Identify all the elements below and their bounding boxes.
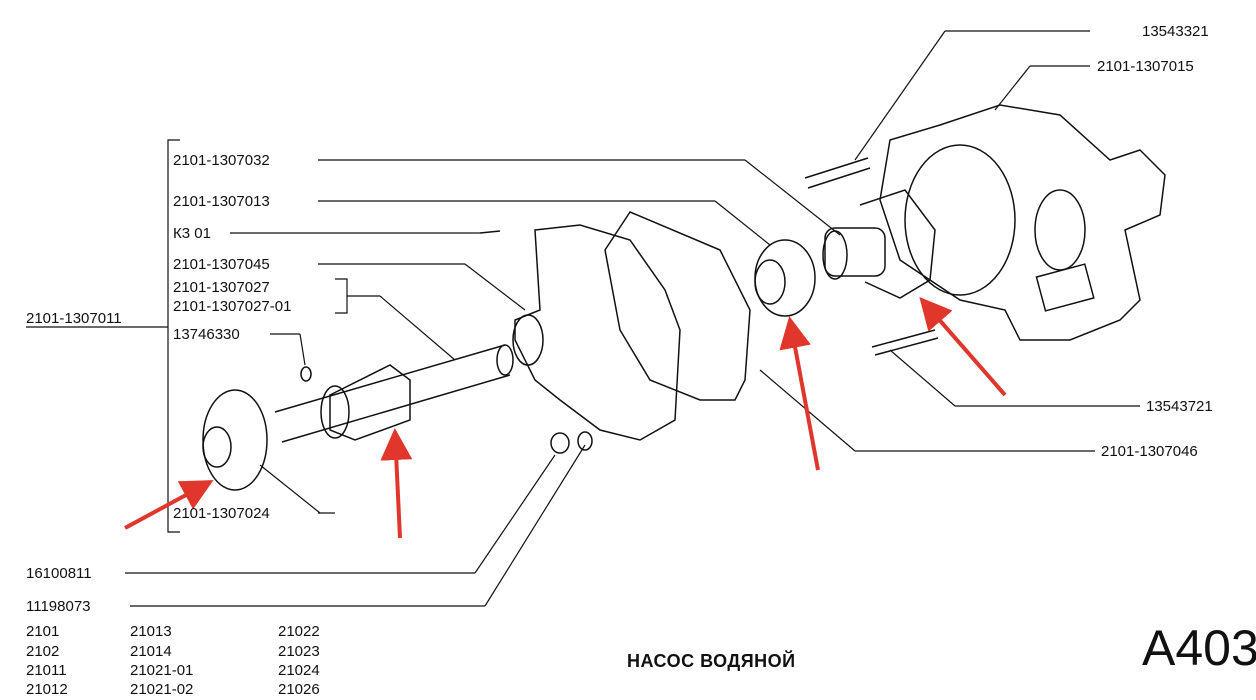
label-13543321: 13543321 — [1142, 23, 1209, 40]
page-title: НАСОС ВОДЯНОЙ — [627, 651, 796, 671]
label-2101-1307013: 2101-1307013 — [173, 193, 270, 210]
label-k3-01: К3 01 — [173, 225, 211, 242]
label-2101-1307027-01: 2101-1307027-01 — [173, 298, 292, 315]
label-13746330: 13746330 — [173, 326, 240, 343]
label-2101-1307015: 2101-1307015 — [1097, 58, 1194, 75]
pump-parts — [202, 104, 1166, 491]
model-item: 21012 — [26, 681, 68, 698]
model-item: 21024 — [278, 662, 320, 679]
model-item: 2102 — [26, 643, 60, 660]
label-2101-1307011: 2101-1307011 — [26, 310, 122, 327]
model-item: 21022 — [278, 623, 320, 640]
label-13543721: 13543721 — [1146, 398, 1213, 415]
model-item: 21013 — [130, 623, 172, 640]
model-item: 2101 — [26, 623, 60, 640]
label-2101-1307024: 2101-1307024 — [173, 505, 270, 522]
model-item: 21014 — [130, 643, 172, 660]
label-2101-1307027: 2101-1307027 — [173, 279, 270, 296]
model-item: 21023 — [278, 643, 320, 660]
label-2101-1307032: 2101-1307032 — [173, 152, 270, 169]
label-16100811: 16100811 — [26, 565, 92, 582]
model-item: 21011 — [26, 662, 67, 679]
model-item: 21021-02 — [130, 681, 194, 698]
leader-lines — [26, 30, 1140, 607]
model-item: 21021-01 — [130, 662, 194, 679]
label-2101-1307045: 2101-1307045 — [173, 256, 270, 273]
red-arrows — [124, 296, 1007, 539]
label-11198073: 11198073 — [26, 598, 91, 615]
sheet-code: А403 — [1142, 620, 1256, 676]
label-2101-1307046: 2101-1307046 — [1101, 443, 1198, 460]
model-item: 21026 — [278, 681, 320, 698]
